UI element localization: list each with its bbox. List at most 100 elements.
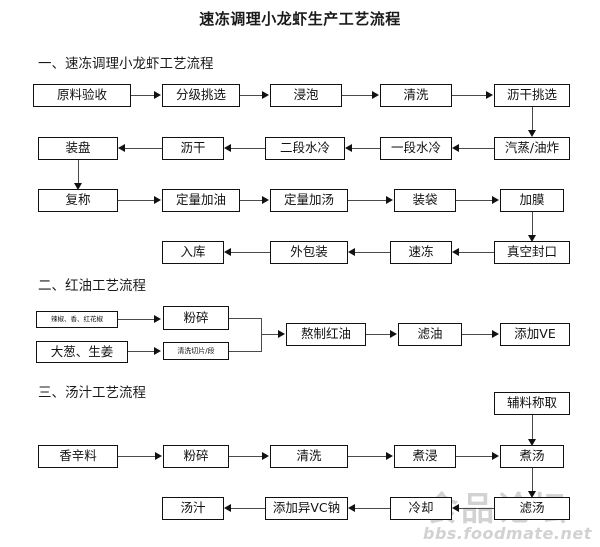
node-film-applying[interactable]: 加膜 (500, 189, 564, 212)
arrow-right-icon (154, 91, 161, 99)
arrow-left-icon (452, 504, 459, 512)
connector-line (118, 456, 156, 457)
connector-line (261, 334, 279, 335)
arrow-down-icon (74, 183, 82, 190)
connector-line (532, 107, 533, 132)
node-chili-spice-input[interactable]: 辣椒、香、红花椒 (36, 311, 118, 328)
node-add-ve[interactable]: 添加VE (500, 323, 570, 346)
node-boil-soaking[interactable]: 煮浸 (394, 445, 456, 468)
connector-line (229, 351, 262, 352)
arrow-down-icon (528, 439, 536, 446)
section-heading-1: 一、速冻调理小龙虾工艺流程 (38, 56, 214, 72)
section-heading-3: 三、汤汁工艺流程 (38, 385, 146, 401)
connector-line (366, 334, 391, 335)
connector-line (456, 456, 493, 457)
arrow-right-icon (492, 330, 499, 338)
connector-line (231, 508, 265, 509)
node-spices[interactable]: 香辛料 (38, 445, 118, 468)
arrow-right-icon (262, 452, 269, 460)
node-first-stage-water-cooling[interactable]: 一段水冷 (380, 137, 452, 160)
arrow-right-icon (155, 452, 162, 460)
node-crushing[interactable]: 粉碎 (163, 306, 229, 330)
node-vacuum-sealing[interactable]: 真空封口 (494, 241, 570, 264)
connector-line (456, 200, 493, 201)
connector-line (355, 508, 390, 509)
connector-line (342, 95, 373, 96)
arrow-left-icon (224, 144, 231, 152)
node-scallion-ginger-input[interactable]: 大葱、生姜 (36, 341, 128, 363)
arrow-down-icon (528, 130, 536, 137)
node-oil-filtering[interactable]: 滤油 (398, 323, 462, 346)
arrow-right-icon (492, 452, 499, 460)
arrow-right-icon (154, 347, 161, 355)
connector-line (131, 95, 155, 96)
connector-line (532, 415, 533, 441)
node-soup-dosing[interactable]: 定量加汤 (270, 189, 348, 212)
arrow-left-icon (348, 248, 355, 256)
node-plating[interactable]: 装盘 (38, 137, 118, 160)
node-washing[interactable]: 清洗 (380, 84, 452, 107)
node-warehousing[interactable]: 入库 (162, 241, 224, 264)
node-soup-filtering[interactable]: 滤汤 (494, 497, 570, 520)
connector-line (229, 456, 263, 457)
node-outer-packaging[interactable]: 外包装 (270, 241, 348, 264)
node-grading-sorting[interactable]: 分级挑选 (162, 84, 240, 107)
arrow-right-icon (390, 330, 397, 338)
connector-line (231, 148, 265, 149)
node-spice-crushing[interactable]: 粉碎 (163, 445, 229, 468)
node-reweighing[interactable]: 复称 (38, 189, 118, 212)
connector-line (118, 319, 155, 320)
node-soaking[interactable]: 浸泡 (270, 84, 342, 107)
connector-line (459, 508, 494, 509)
node-quick-freezing[interactable]: 速冻 (390, 241, 452, 264)
arrow-right-icon (386, 196, 393, 204)
node-draining[interactable]: 沥干 (162, 137, 224, 160)
connector-line (532, 468, 533, 493)
connector-line (348, 200, 387, 201)
node-bagging[interactable]: 装袋 (394, 189, 456, 212)
node-wash-slice-cut[interactable]: 清洗切片/段 (163, 342, 229, 360)
connector-line (532, 212, 533, 237)
connector-line (452, 95, 487, 96)
node-add-sodium-erythorbate[interactable]: 添加异VC钠 (265, 497, 348, 520)
node-raw-material-acceptance[interactable]: 原料验收 (33, 84, 131, 107)
arrow-left-icon (452, 248, 459, 256)
arrow-down-icon (528, 491, 536, 498)
node-spice-washing[interactable]: 清洗 (270, 445, 348, 468)
node-cooling[interactable]: 冷却 (390, 497, 452, 520)
watermark-url: bbs.foodmate.net (423, 524, 592, 543)
connector-line (462, 334, 493, 335)
connector-line (352, 148, 380, 149)
node-auxiliary-weighing[interactable]: 辅料称取 (494, 392, 570, 415)
connector-line (128, 351, 155, 352)
connector-line (231, 252, 270, 253)
arrow-right-icon (278, 330, 285, 338)
arrow-left-icon (345, 144, 352, 152)
node-red-oil-boiling[interactable]: 熬制红油 (286, 323, 366, 346)
arrow-right-icon (154, 315, 161, 323)
connector-line (78, 160, 79, 185)
connector-line (118, 200, 155, 201)
arrow-left-icon (224, 248, 231, 256)
arrow-right-icon (262, 91, 269, 99)
arrow-right-icon (262, 196, 269, 204)
node-drain-sorting[interactable]: 沥干挑选 (494, 84, 570, 107)
arrow-right-icon (486, 91, 493, 99)
node-oil-dosing[interactable]: 定量加油 (162, 189, 240, 212)
page-title: 速冻调理小龙虾生产工艺流程 (199, 10, 401, 28)
node-soup-boiling[interactable]: 煮汤 (500, 445, 564, 468)
arrow-right-icon (386, 452, 393, 460)
arrow-left-icon (118, 144, 125, 152)
arrow-right-icon (492, 196, 499, 204)
connector-line (125, 148, 162, 149)
arrow-left-icon (348, 504, 355, 512)
connector-line (355, 252, 390, 253)
arrow-left-icon (224, 504, 231, 512)
arrow-down-icon (528, 235, 536, 242)
connector-line (229, 318, 262, 319)
node-soup-stock[interactable]: 汤汁 (162, 497, 224, 520)
arrow-left-icon (452, 144, 459, 152)
node-steam-fry[interactable]: 汽蒸/油炸 (494, 137, 570, 160)
node-second-stage-water-cooling[interactable]: 二段水冷 (265, 137, 345, 160)
connector-line (459, 252, 494, 253)
